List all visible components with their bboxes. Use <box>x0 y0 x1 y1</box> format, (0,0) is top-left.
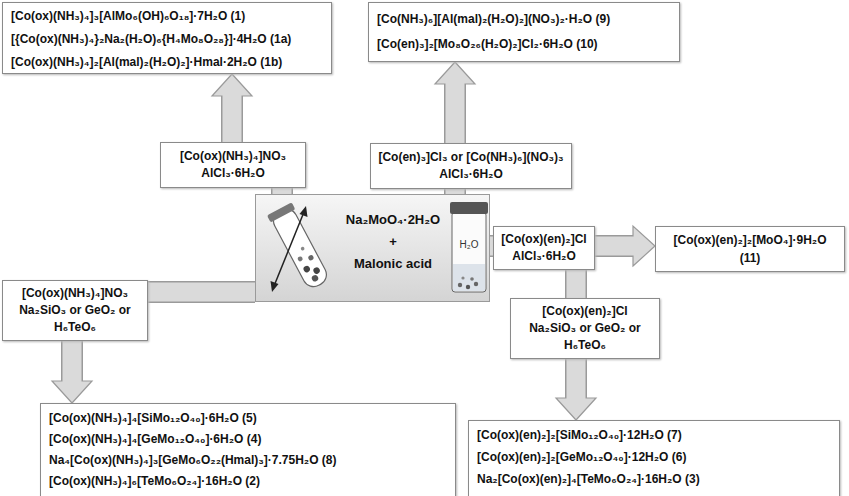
block-arrow <box>212 74 252 142</box>
formula-text: [Co(ox)(NH₃)₄]NO₃ <box>9 285 141 302</box>
product-box: [Co(ox)(NH₃)₄]₃[AlMo₆(OH)₆O₁₈]·7H₂O (1)[… <box>2 2 332 74</box>
formula-text: AlCl₃·6H₂O <box>377 166 565 183</box>
arrow-shaft <box>595 237 635 256</box>
arrow-head <box>435 62 475 84</box>
formula-text: [Co(ox)(NH₃)₄]₆[TeMo₆O₂₄]·16H₂O (2) <box>49 471 447 492</box>
product-box: [Co(ox)(en)₂]₂[SiMo₁₂O₄₀]·12H₂O (7)[Co(o… <box>468 420 840 496</box>
synthesis-panel: Na₂MoO₄·2H₂O+Malonic acid <box>255 194 490 302</box>
label-holder: H₂O <box>454 239 484 250</box>
formula-text: [Co(NH₃)₆][Al(mal)₂(H₂O)₂](NO₃)₂·H₂O (9) <box>377 7 671 32</box>
formula-text: [Co(ox)(en)₂]₂[MoO₄]·9H₂O (11) <box>662 231 838 267</box>
reagent-text: + <box>323 231 463 253</box>
vial <box>450 202 488 292</box>
formula-text: Na₂SiO₃ or GeO₂ or H₆TeO₆ <box>517 320 653 354</box>
block-arrow <box>435 62 475 143</box>
reagent-box: [Co(ox)(NH₃)₄]NO₃AlCl₃·6H₂O <box>160 142 306 188</box>
formula-text: [Co(en)₃]₂[Mo₈O₂₆(H₂O)₂]Cl₂·6H₂O (10) <box>377 32 671 57</box>
formula-text: AlCl₃·6H₂O <box>167 165 299 182</box>
product-box: [Co(NH₃)₆][Al(mal)₂(H₂O)₂](NO₃)₂·H₂O (9)… <box>368 2 680 62</box>
arrow-shaft <box>148 283 255 302</box>
reagent-box: [Co(en)₃]Cl₃ or [Co(NH₃)₆](NO₃)₃AlCl₃·6H… <box>370 143 572 189</box>
formula-text: Na₂[Co(ox)(en)₂]₄[TeMo₆O₂₄]·16H₂O (3) <box>477 468 831 490</box>
formula-text: Na₄[Co(ox)(NH₃)₄]₃[GeMo₆O₂₂(Hmal)₃]·7.75… <box>49 450 447 471</box>
arrow-head <box>212 74 252 96</box>
formula-text: [Co(ox)(en)₂]₂[GeMo₁₂O₄₀]·12H₂O (6) <box>477 446 831 468</box>
reagent-text: Na₂MoO₄·2H₂O <box>323 209 463 231</box>
test-tube <box>267 202 332 291</box>
formula-text: [Co(en)₃]Cl₃ or [Co(NH₃)₆](NO₃)₃ <box>377 149 565 166</box>
arrow-shaft <box>567 359 586 400</box>
reagent-group: Na₂MoO₄·2H₂O+Malonic acid <box>323 209 463 275</box>
vial-label: H₂O <box>454 239 484 250</box>
block-arrow <box>556 359 596 420</box>
arrow-shaft <box>446 82 465 143</box>
arrow-shaft <box>223 94 242 142</box>
reagent-text: Malonic acid <box>323 253 463 275</box>
block-arrow <box>595 226 655 266</box>
product-box: [Co(ox)(NH₃)₄]₄[SiMo₁₂O₄₀]·6H₂O (5)[Co(o… <box>40 403 456 496</box>
block-arrow <box>148 292 255 293</box>
arrow-outline <box>148 281 255 303</box>
formula-text: [Co(ox)(NH₃)₄]₃[AlMo₆(OH)₆O₁₈]·7H₂O (1) <box>11 5 323 28</box>
reagent-box: [Co(ox)(en)₂]ClAlCl₃·6H₂O <box>493 226 595 270</box>
arrow-shaft <box>63 341 82 383</box>
product-box: [Co(ox)(en)₂]₂[MoO₄]·9H₂O (11) <box>655 226 845 272</box>
arrow-head <box>52 381 92 403</box>
formula-text: [Co(ox)(NH₃)₄]₂[Al(mal)₂(H₂O)₂]·Hmal·2H₂… <box>11 51 323 74</box>
formula-text: [Co(ox)(NH₃)₄]₄[SiMo₁₂O₄₀]·6H₂O (5) <box>49 408 447 429</box>
formula-text: [Co(ox)(en)₂]Cl <box>517 303 653 320</box>
formula-text: [Co(ox)(en)₂]₂[SiMo₁₂O₄₀]·12H₂O (7) <box>477 424 831 446</box>
formula-text: Na₂SiO₃ or GeO₂ or H₆TeO₆ <box>9 302 141 336</box>
formula-text: [{Co(ox)(NH₃)₄}₂Na₂(H₂O)₆{H₄Mo₈O₂₈}]·4H₂… <box>11 28 323 51</box>
formula-text: [Co(ox)(en)₂]Cl <box>500 231 588 248</box>
formula-text: [Co(ox)(NH₃)₄]₄[GeMo₁₂O₄₀]·6H₂O (4) <box>49 429 447 450</box>
reagent-box: [Co(ox)(NH₃)₄]NO₃Na₂SiO₃ or GeO₂ or H₆Te… <box>2 280 148 341</box>
panel-ground <box>255 194 490 302</box>
arrow-head <box>633 226 655 266</box>
shake-arrow <box>271 206 308 292</box>
block-arrow <box>52 341 92 403</box>
reagent-box: [Co(ox)(en)₂]ClNa₂SiO₃ or GeO₂ or H₆TeO₆ <box>510 298 660 359</box>
arrow-head <box>556 398 596 420</box>
formula-text: [Co(ox)(NH₃)₄]NO₃ <box>167 148 299 165</box>
formula-text: AlCl₃·6H₂O <box>500 248 588 265</box>
